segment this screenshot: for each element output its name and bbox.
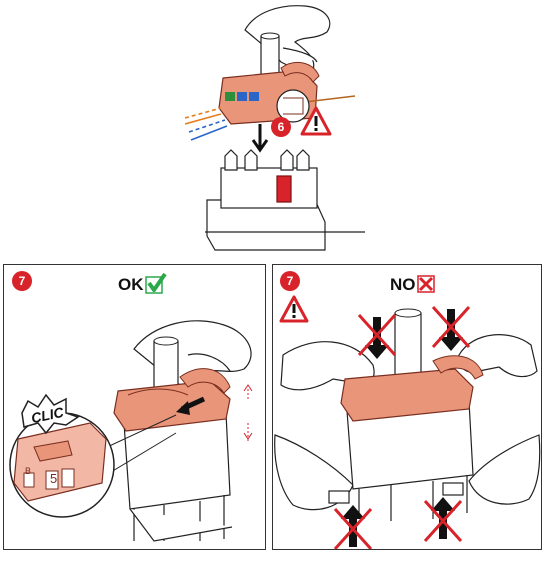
ok-panel: 7 OK (3, 264, 266, 550)
step-number-badge: 7 (12, 271, 32, 291)
keystone-base (205, 149, 365, 251)
down-arrow-icon (439, 309, 463, 351)
connector-head (340, 355, 484, 422)
ok-heading: OK (118, 275, 144, 294)
wires (184, 95, 356, 141)
connector-head (113, 368, 231, 432)
terminal-letter: B (25, 466, 32, 476)
dimension-marks (243, 384, 253, 441)
terminal-number: 5 (50, 471, 58, 486)
up-arrow-icon (341, 505, 365, 547)
clic-burst (21, 393, 80, 435)
zoom-circle (9, 412, 115, 518)
up-arrow-icon (431, 497, 455, 539)
step-number-badge: 7 (280, 271, 300, 291)
checkmark-icon (145, 272, 167, 300)
keystone-base (328, 400, 474, 521)
hand-icon (244, 5, 331, 72)
down-arrow-icon (365, 317, 389, 359)
no-panel: 7 NO (272, 264, 542, 550)
no-cross-icon (423, 499, 463, 543)
ok-drawing (9, 320, 253, 542)
no-drawing (274, 305, 541, 549)
no-cross-icon (357, 313, 397, 357)
down-arrow-icon (251, 124, 269, 153)
no-cross-icon (431, 305, 471, 349)
no-cross-icon (333, 507, 373, 549)
warning-triangle-icon (300, 106, 332, 141)
crossed-box-icon (417, 275, 435, 298)
no-heading: NO (390, 275, 416, 294)
warning-triangle-icon (279, 295, 309, 328)
step-number-badge: 6 (271, 117, 291, 137)
